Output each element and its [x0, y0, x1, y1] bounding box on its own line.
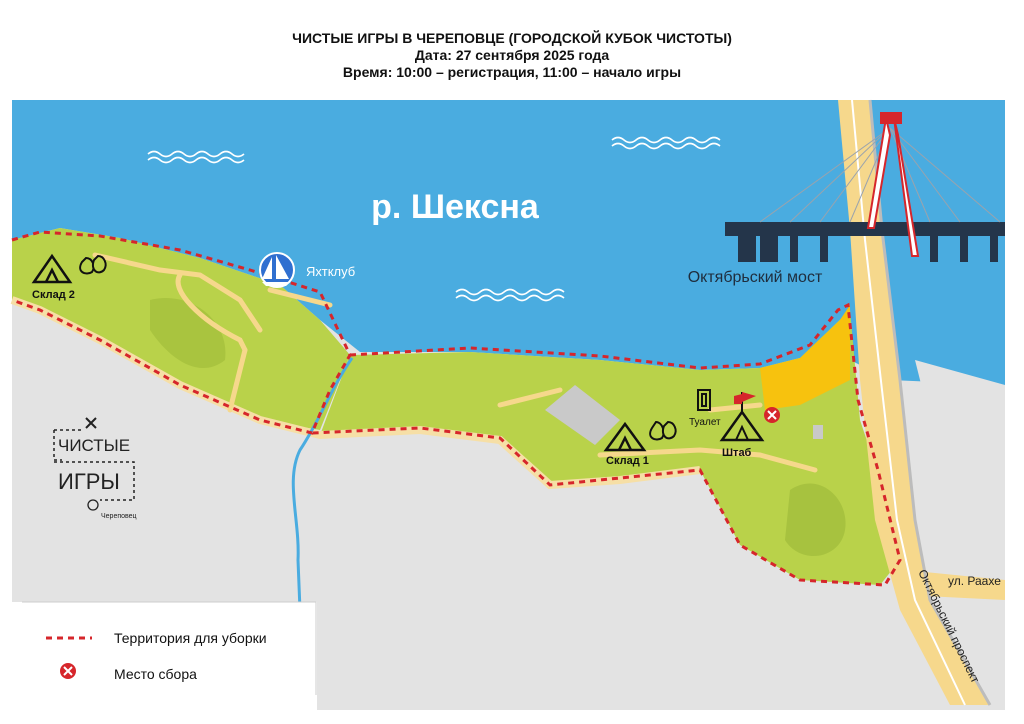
park-darker-patch-west	[150, 298, 226, 369]
road-bridge-approach	[838, 100, 990, 705]
hull-shape	[262, 282, 290, 286]
trash-bags-icon-warehouse-1	[649, 420, 677, 441]
chistye-igry-logo: ЧИСТЫЕ ИГРЫ Череповец	[53, 417, 137, 520]
flag-icon	[742, 392, 756, 402]
event-title: ЧИСТЫЕ ИГРЫ В ЧЕРЕПОВЦЕ (ГОРОДСКОЙ КУБОК…	[292, 30, 732, 46]
river-label: р. Шексна	[371, 188, 540, 226]
tent-icon-warehouse-1[interactable]	[603, 421, 647, 452]
park-area-east	[320, 310, 900, 585]
legend-label-meeting: Место сбора	[114, 666, 197, 682]
legend-panel	[12, 602, 317, 710]
road-inner-line	[851, 99, 966, 706]
tent-icon-warehouse-2[interactable]	[31, 253, 73, 284]
legend-label-cleanup: Территория для уборки	[114, 630, 267, 646]
street-raakhe-label: ул. Раахе	[948, 574, 1001, 588]
toilet-label: Туалет	[689, 417, 721, 428]
trash-bags-icon-warehouse-2	[79, 254, 107, 275]
cleanup-boundary	[11, 230, 902, 587]
logo-city: Череповец	[101, 513, 137, 520]
beach-area	[760, 305, 850, 410]
headquarters-tent-icon[interactable]	[719, 392, 765, 442]
legend: Территория для уборки Место сбора	[12, 601, 317, 710]
map-header: ЧИСТЫЕ ИГРЫ В ЧЕРЕПОВЦЕ (ГОРОДСКОЙ КУБОК…	[0, 30, 1024, 81]
headquarters-label: Штаб	[722, 447, 752, 459]
small-building	[813, 425, 823, 439]
warehouse-1-label: Склад 1	[606, 455, 649, 467]
toilet-icon[interactable]	[697, 389, 711, 411]
wave-marks	[147, 136, 721, 302]
bridge-label: Октябрьский мост	[688, 269, 823, 286]
yacht-club-label: Яхтклуб	[306, 264, 355, 279]
road-grey-edge	[868, 99, 992, 706]
sail-shape	[262, 255, 289, 279]
river-water	[12, 100, 1005, 385]
event-time: Время: 10:00 – регистрация, 11:00 – нача…	[342, 64, 682, 80]
warehouse-2-label: Склад 2	[32, 289, 75, 301]
logo-line-1: ЧИСТЫЕ	[58, 436, 130, 455]
stream	[291, 357, 354, 611]
park-paths	[92, 252, 818, 473]
meeting-point-icon[interactable]	[764, 407, 780, 423]
logo-line-2: ИГРЫ	[58, 469, 120, 494]
compass-icon	[87, 499, 99, 511]
oktyabrsky-bridge	[725, 112, 1005, 262]
building-block	[545, 385, 620, 445]
event-date: Дата: 27 сентября 2025 года	[414, 47, 610, 63]
yacht-club-marker[interactable]	[259, 252, 295, 288]
river-east-bank	[915, 360, 1005, 520]
park-darker-patch	[785, 483, 846, 557]
